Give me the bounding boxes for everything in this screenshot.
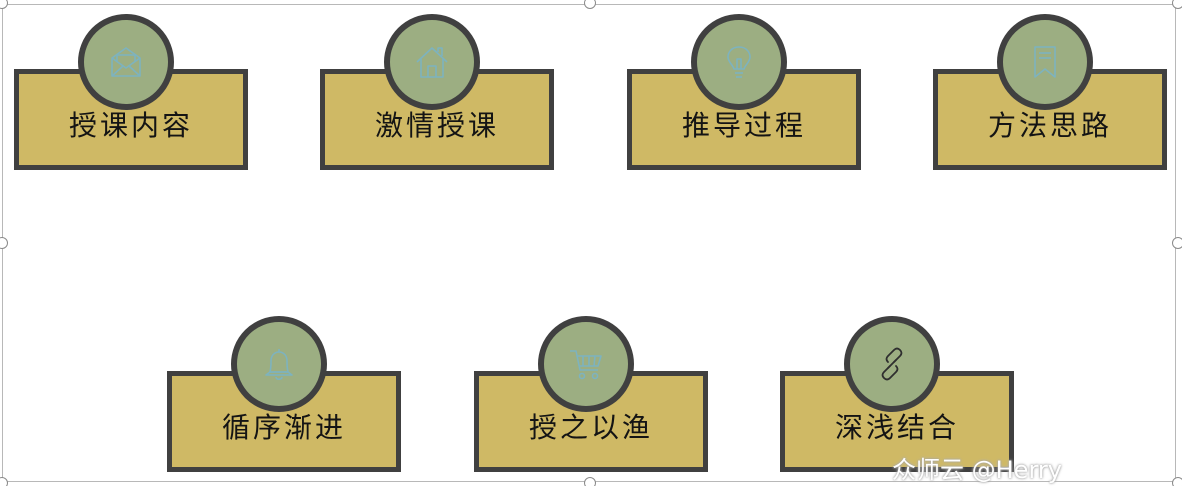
card-label: 方法思路 [987,109,1112,142]
card-label: 推导过程 [681,109,806,142]
card-label: 授之以渔 [528,411,653,444]
card-icon-circle [997,14,1093,110]
card-icon-circle [384,14,480,110]
card-label: 激情授课 [374,109,499,142]
card-deep-and-shallow[interactable]: 深浅结合 [780,316,1014,476]
resize-handle-top-left[interactable] [0,0,8,9]
card-icon-circle [78,14,174,110]
watermark: 众师云 @Herry [892,456,1062,484]
card-icon-circle [691,14,787,110]
link-icon [881,347,903,381]
resize-handle-bottom-center[interactable] [584,477,596,486]
resize-handle-top-center[interactable] [584,0,596,9]
card-label: 授课内容 [68,109,193,142]
card-teaching-content[interactable]: 授课内容 [14,14,248,174]
card-box [14,69,248,170]
resize-handle-middle-left[interactable] [0,237,8,249]
house-icon [416,47,448,78]
envelope-icon [111,47,141,77]
resize-handle-top-right[interactable] [1172,0,1182,9]
cart-icon [570,350,602,380]
card-icon-circle [844,316,940,412]
card-passionate-teaching[interactable]: 激情授课 [320,14,554,174]
card-icon-circle [231,316,327,412]
resize-handle-bottom-left[interactable] [0,477,8,486]
card-label: 循序渐进 [221,411,346,444]
lightbulb-icon [727,46,751,78]
card-label: 深浅结合 [834,411,959,444]
bell-icon [265,349,293,381]
resize-handle-bottom-right[interactable] [1172,477,1182,486]
resize-handle-middle-right[interactable] [1172,237,1182,249]
card-step-by-step[interactable]: 循序渐进 [167,316,401,476]
card-derivation-process[interactable]: 推导过程 [627,14,861,174]
bookmark-icon [1034,46,1056,78]
card-teach-to-fish[interactable]: 授之以渔 [474,316,708,476]
card-method-thinking[interactable]: 方法思路 [933,14,1167,174]
card-icon-circle [538,316,634,412]
